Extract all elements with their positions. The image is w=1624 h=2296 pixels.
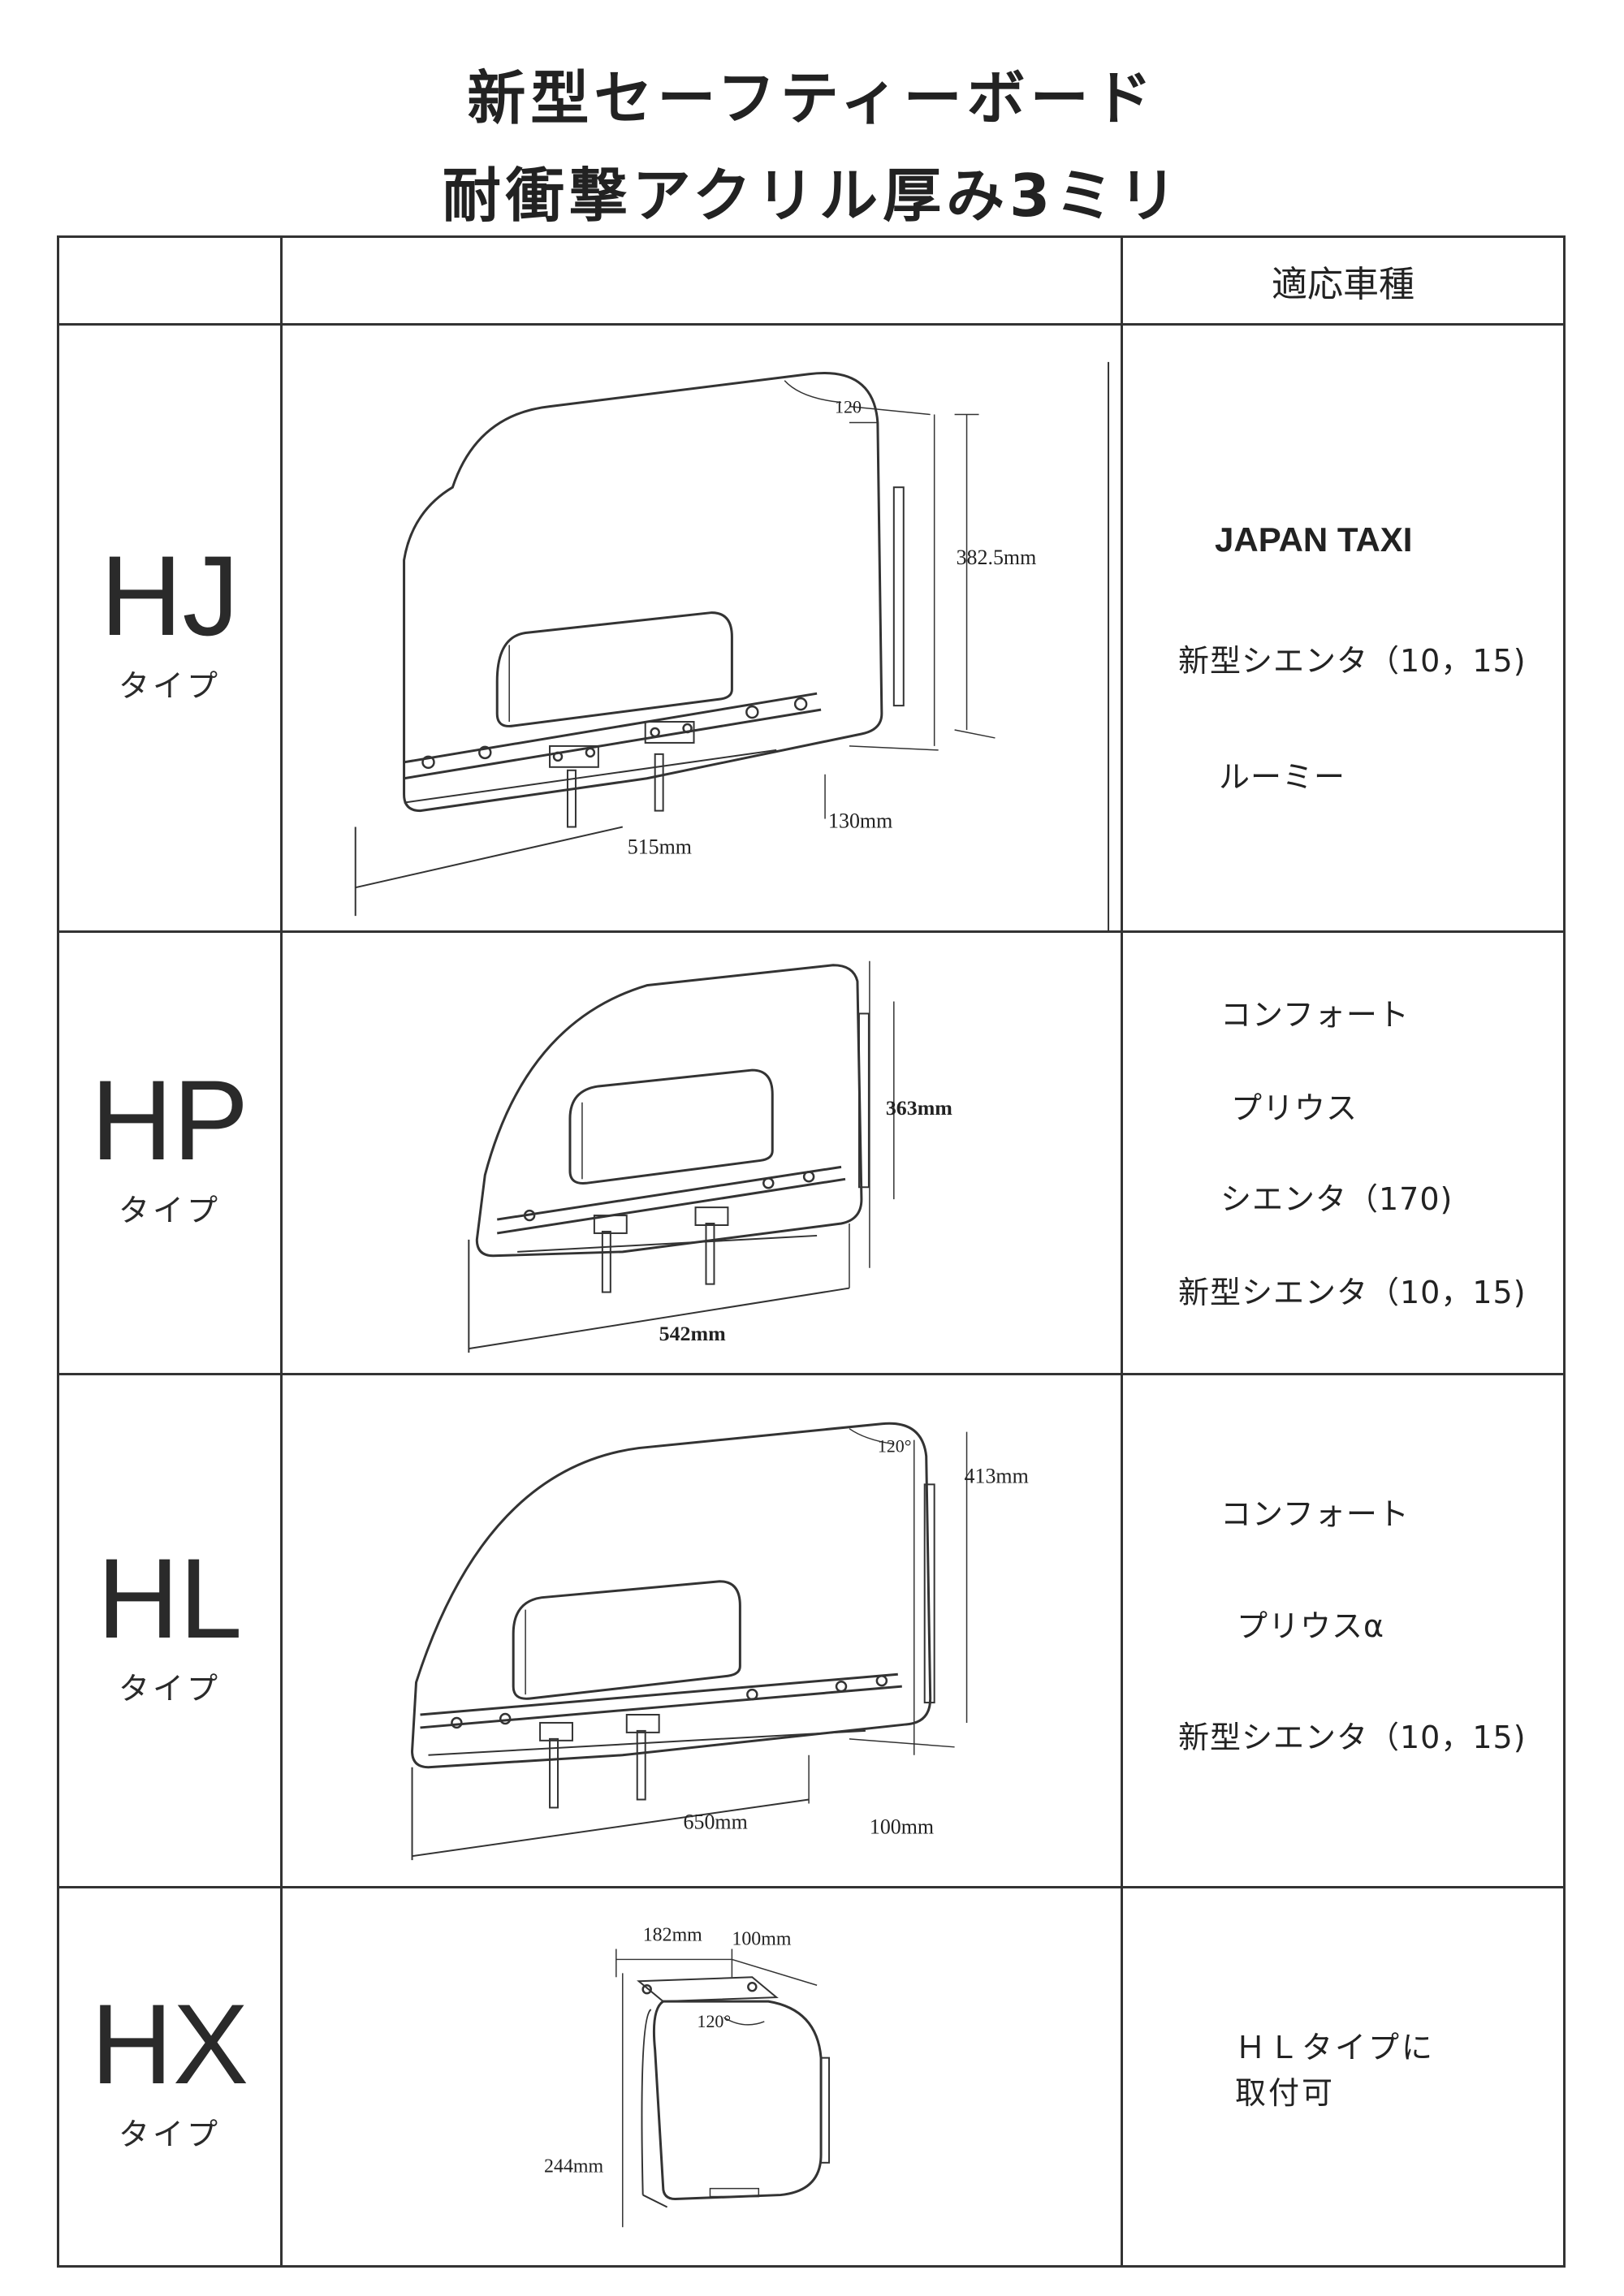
mounting-note-line2: 取付可 [1235, 2075, 1336, 2111]
board-drawing-hp: 363mm 542mm [283, 933, 1121, 1373]
table-header-row: 適応車種 [57, 235, 1566, 326]
vehicle-name: ルーミー [1219, 759, 1346, 795]
table-row-hp: HP タイプ [57, 930, 1566, 1375]
vehicle-name: 新型シエンタ（10，15) [1178, 1275, 1527, 1310]
dim-width: 650mm [684, 1810, 748, 1833]
table-row-hj: HJ タイプ [57, 323, 1566, 933]
dim-angle: 120° [698, 2011, 732, 2031]
board-drawing-hx: 182mm 100mm 120° 244mm [283, 1888, 1121, 2265]
header-compatible-vehicles: 適応車種 [1121, 235, 1566, 326]
dim-angle: 120° [878, 1436, 912, 1457]
dim-height: 413mm [965, 1464, 1029, 1487]
type-label: タイプ [118, 1193, 221, 1228]
dim-angle: 120 [835, 397, 862, 417]
type-cell-hj: HJ タイプ [57, 323, 283, 933]
dim-width: 515mm [628, 835, 692, 858]
vehicle-name: プリウス [1231, 1090, 1358, 1126]
dim-depth: 100mm [870, 1815, 934, 1838]
type-code: HX [90, 1980, 249, 2108]
dim-height: 244mm [544, 2156, 604, 2177]
dim-width: 542mm [659, 1322, 726, 1345]
mounting-note-line1: ＨＬタイプに [1235, 2030, 1436, 2065]
vehicle-name: JAPAN TAXI [1215, 520, 1413, 559]
type-cell-hx: HX タイプ [57, 1886, 283, 2268]
drawing-cell-hx: 182mm 100mm 120° 244mm [280, 1886, 1123, 2268]
vehicle-name: コンフォート [1220, 997, 1410, 1033]
board-drawing-hl: 120° 413mm 650mm 100mm [283, 1375, 1121, 1886]
vehicles-cell-hj: JAPAN TAXI 新型シエンタ（10，15) ルーミー [1121, 323, 1566, 933]
drawing-cell-hp: 363mm 542mm [280, 930, 1123, 1375]
vehicle-name: シエンタ（170) [1220, 1181, 1453, 1217]
type-cell-hl: HL タイプ [57, 1373, 283, 1888]
type-code: HL [97, 1534, 243, 1662]
dim-top: 182mm [643, 1925, 703, 1946]
type-label: タイプ [118, 1670, 221, 1707]
type-cell-hp: HP タイプ [57, 930, 283, 1375]
document-title: 新型セーフティーボード [467, 64, 1157, 132]
table-row-hx: HX タイプ [57, 1886, 1566, 2268]
type-label: タイプ [118, 2117, 221, 2152]
dim-height: 382.5mm [957, 546, 1037, 569]
document-subtitle: 耐衝撃アクリル厚み3ミリ [442, 162, 1182, 230]
header-type-cell [57, 235, 283, 326]
spec-table: 適応車種 HJ タイプ [57, 235, 1566, 2268]
vehicle-name: コンフォート [1220, 1496, 1410, 1532]
vehicle-name: 新型シエンタ（10，15) [1178, 643, 1527, 679]
mounting-note: ＨＬタイプに 取付可 [1235, 2025, 1435, 2116]
table-row-hl: HL タイプ [57, 1373, 1566, 1888]
vehicle-name: 新型シエンタ（10，15) [1178, 1720, 1527, 1755]
vehicle-name: プリウスα [1237, 1608, 1385, 1644]
dim-depth: 130mm [828, 809, 892, 833]
dim-height: 363mm [886, 1096, 952, 1120]
vehicles-cell-hp: コンフォート プリウス シエンタ（170) 新型シエンタ（10，15) [1121, 930, 1566, 1375]
header-drawing-cell [280, 235, 1123, 326]
vehicles-cell-hx: ＨＬタイプに 取付可 [1121, 1886, 1566, 2268]
type-label: タイプ [118, 667, 221, 704]
vehicles-cell-hl: コンフォート プリウスα 新型シエンタ（10，15) [1121, 1373, 1566, 1888]
type-code: HP [90, 1056, 249, 1184]
type-code: HJ [100, 531, 240, 659]
dim-depth: 100mm [732, 1929, 792, 1950]
drawing-cell-hl: 120° 413mm 650mm 100mm [280, 1373, 1123, 1888]
board-drawing-hj: 120 382.5mm 515mm 130mm [283, 326, 1121, 930]
drawing-cell-hj: 120 382.5mm 515mm 130mm [280, 323, 1123, 933]
